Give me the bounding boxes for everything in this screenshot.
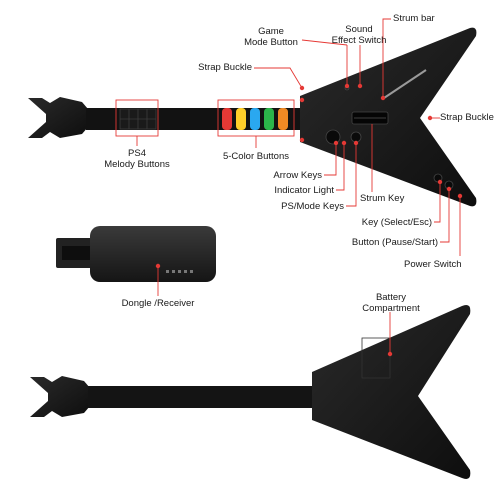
fret-button-blue[interactable] [250, 108, 260, 130]
label-battery-compartment: Battery Compartment [346, 292, 436, 314]
callout-lines [115, 18, 461, 354]
label-indicator-light: Indicator Light [274, 185, 334, 196]
label-ps-mode-keys: PS/Mode Keys [281, 201, 344, 212]
ps-mode-keys[interactable] [350, 131, 362, 143]
label-strum-bar: Strum bar [393, 13, 435, 24]
label-battery-line2: Compartment [362, 303, 420, 314]
fret-button-orange[interactable] [278, 108, 288, 130]
callout-dots [155, 83, 463, 357]
fret-button-green[interactable] [264, 108, 274, 130]
label-dongle-receiver: Dongle /Receiver [121, 298, 195, 309]
label-ps4-melody-buttons: PS4 Melody Buttons [92, 148, 182, 170]
label-sound-effect-line1: Sound [345, 24, 373, 35]
ps4-melody-grid[interactable] [119, 108, 157, 130]
body-back [312, 305, 471, 479]
neck-back [88, 386, 320, 408]
label-game-mode-line1: Game [258, 26, 284, 37]
label-battery-line1: Battery [375, 292, 407, 303]
arrow-keys[interactable] [325, 129, 341, 145]
dongle-body [90, 226, 216, 282]
label-button-pause-start: Button (Pause/Start) [351, 237, 438, 248]
label-strum-key: Strum Key [360, 193, 405, 204]
label-arrow-keys: Arrow Keys [273, 170, 322, 181]
label-key-select-esc: Key (Select/Esc) [361, 217, 432, 228]
label-sound-effect-switch: Sound Effect Switch [322, 24, 396, 46]
label-strap-buckle-right: Strap Buckle [440, 112, 494, 123]
label-ps4-line2: Melody Buttons [104, 159, 170, 170]
label-strap-buckle-top: Strap Buckle [198, 62, 252, 73]
label-five-color-buttons: 5-Color Buttons [222, 151, 289, 162]
five-color-buttons[interactable] [222, 108, 288, 130]
label-sound-effect-line2: Effect Switch [331, 35, 387, 46]
guitar-front [28, 27, 477, 207]
headstock-back [30, 376, 90, 417]
dongle-receiver [56, 226, 216, 282]
neck-front [86, 108, 308, 130]
fret-button-yellow[interactable] [236, 108, 246, 130]
strum-bar[interactable] [383, 69, 427, 99]
fret-button-red[interactable] [222, 108, 232, 130]
label-game-mode-line2: Mode Button [244, 37, 298, 48]
label-power-switch: Power Switch [404, 259, 462, 270]
label-ps4-line1: PS4 [128, 148, 146, 159]
battery-compartment [361, 337, 391, 379]
headstock-front [28, 97, 88, 138]
guitar-back [30, 305, 471, 479]
label-game-mode-button: Game Mode Button [236, 26, 306, 48]
